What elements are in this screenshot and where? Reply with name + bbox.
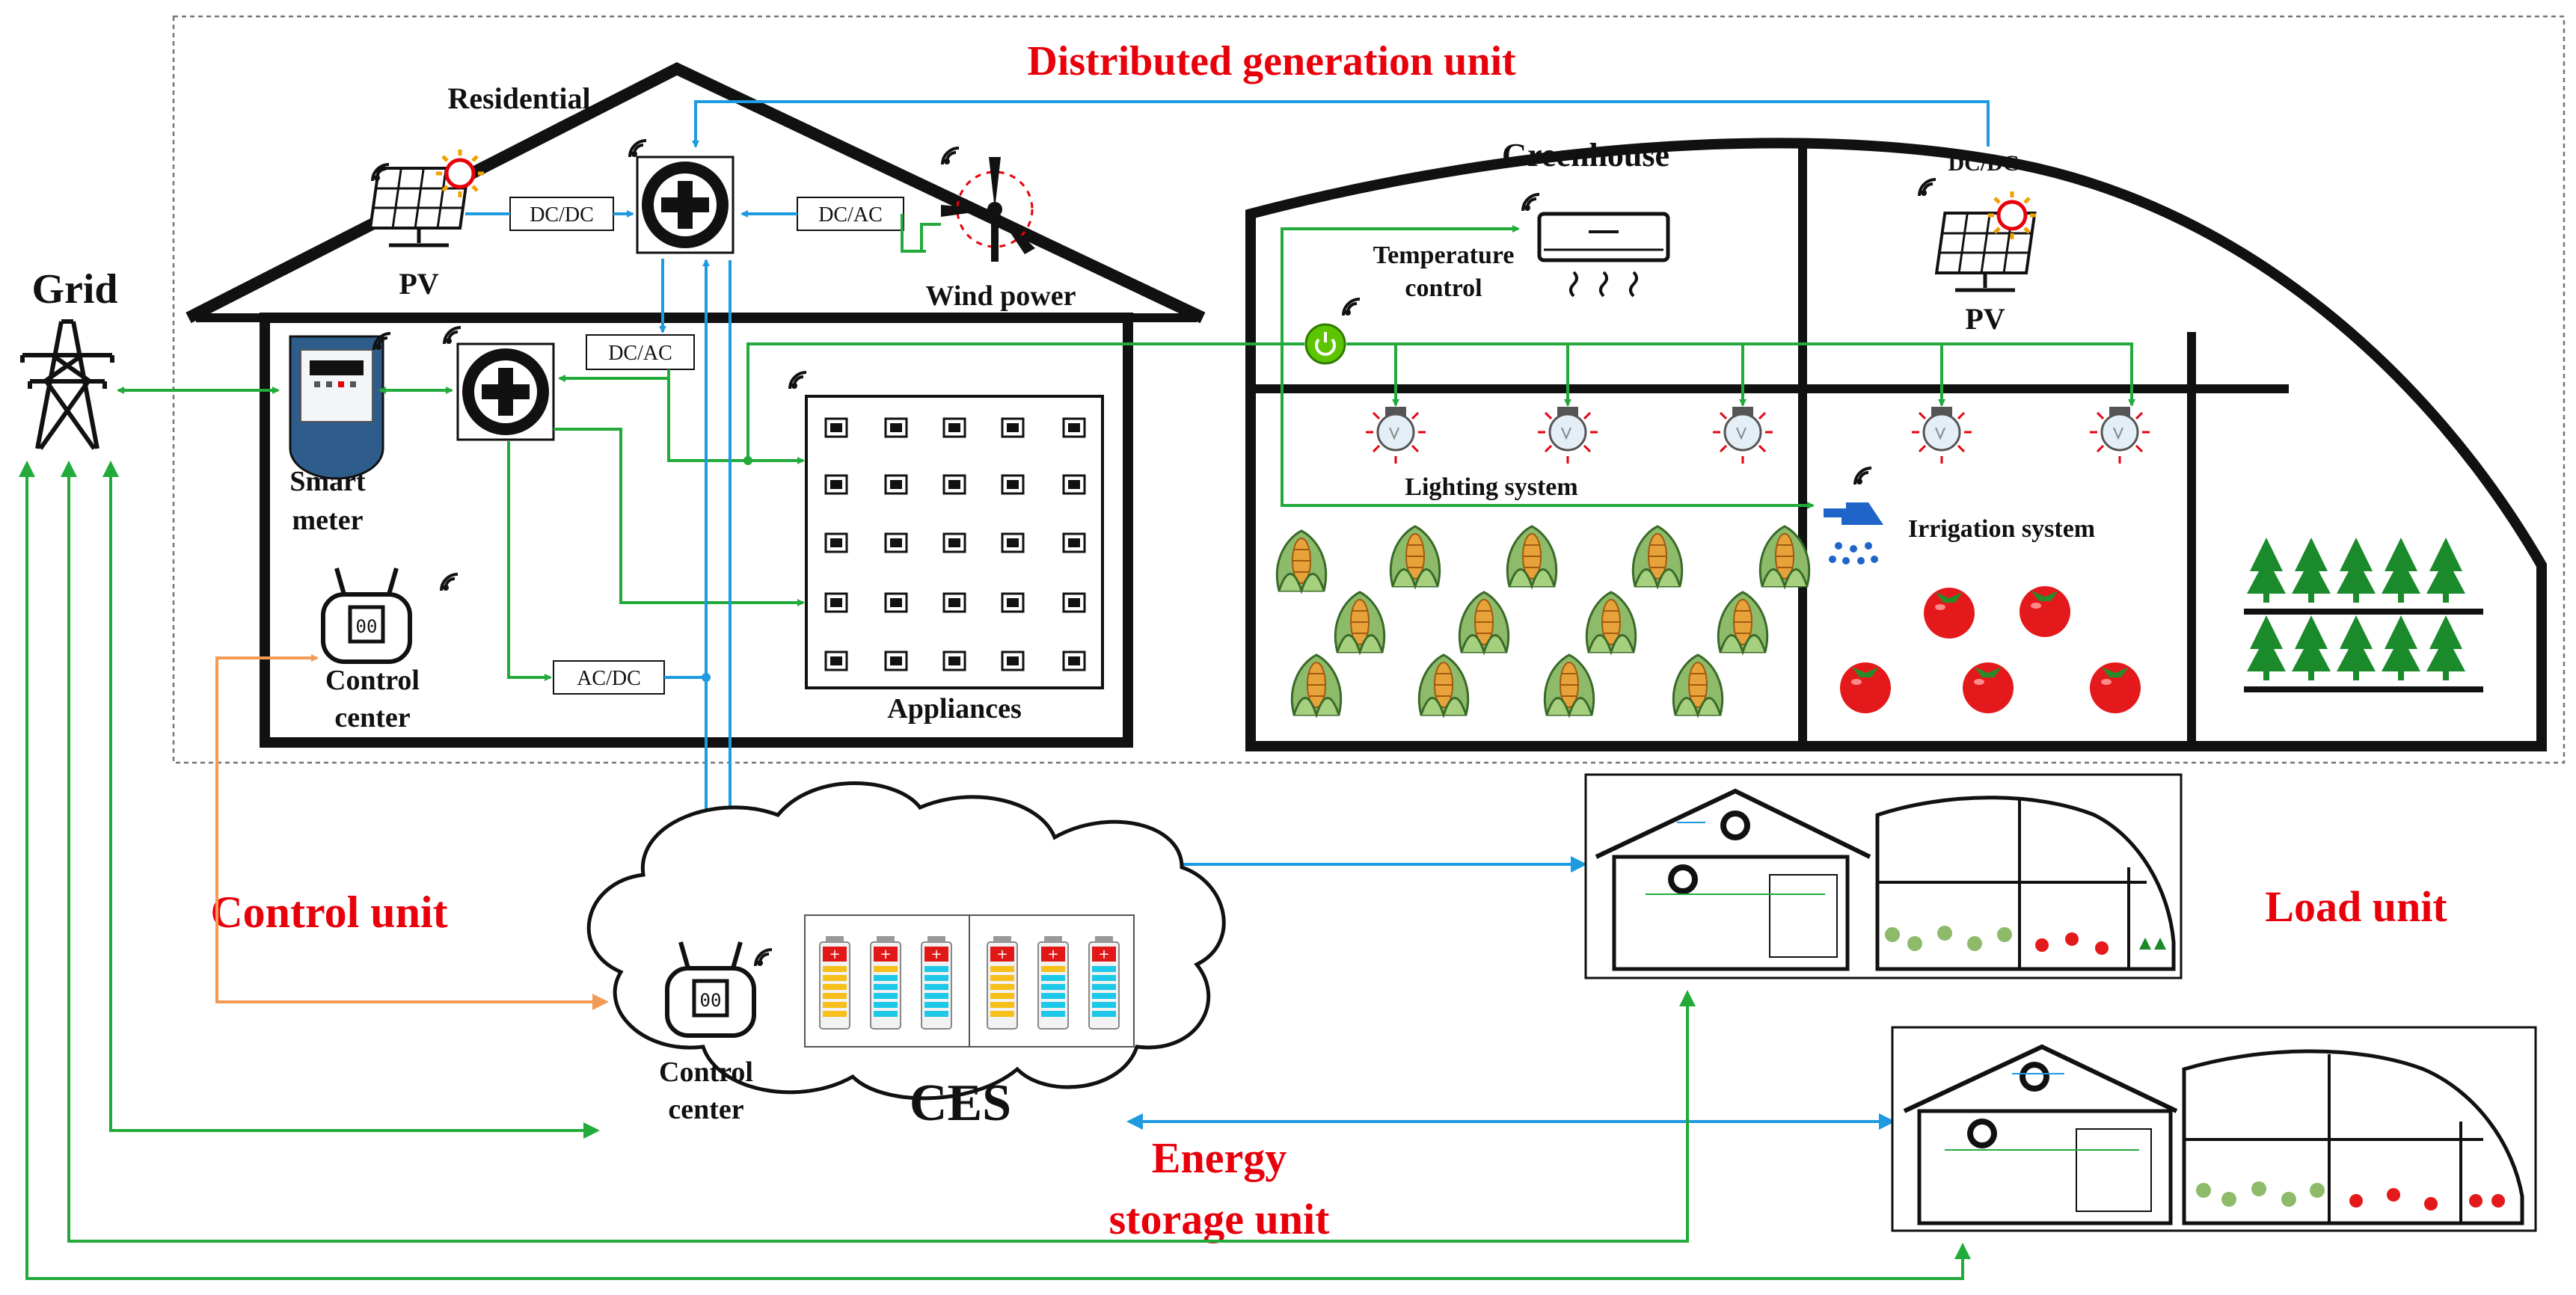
tree-rows bbox=[2244, 538, 2483, 692]
tree-icon bbox=[2247, 615, 2286, 680]
wifi-icon bbox=[628, 139, 648, 159]
sprinkler-icon bbox=[1824, 502, 1883, 565]
tree-icon bbox=[2382, 615, 2420, 680]
corn-icon bbox=[1458, 591, 1510, 653]
grid-label: Grid bbox=[31, 266, 117, 313]
control-unit-label: Control unit bbox=[210, 888, 447, 937]
temperature-label-2: control bbox=[1405, 274, 1482, 302]
house-control-center-label-2: center bbox=[334, 702, 410, 733]
inverter-icon bbox=[456, 342, 555, 441]
battery-icon bbox=[819, 935, 850, 1030]
wind-turbine-icon bbox=[941, 157, 1035, 262]
tree-icon bbox=[2337, 538, 2376, 603]
wifi-icon bbox=[440, 573, 459, 592]
tomato-icon bbox=[2020, 586, 2070, 637]
tree-icon bbox=[2426, 538, 2465, 603]
inverter-dcac-converter: DC/AC bbox=[586, 334, 695, 370]
smart-meter-icon bbox=[289, 335, 384, 480]
corn-icon bbox=[1389, 525, 1441, 588]
wind-dcac-converter: DC/AC bbox=[797, 197, 904, 231]
corn-icon bbox=[1543, 653, 1595, 716]
tree-icon bbox=[2292, 615, 2331, 680]
wifi-icon bbox=[1521, 193, 1541, 212]
corn-icon bbox=[1275, 529, 1328, 592]
svg-text:AC/DC: AC/DC bbox=[577, 667, 641, 690]
acdc-converter: AC/DC bbox=[553, 660, 665, 695]
corn-icon bbox=[1585, 591, 1637, 653]
battery-icon bbox=[921, 935, 952, 1030]
tomato-icon bbox=[1924, 588, 1975, 639]
wind-power-label: Wind power bbox=[926, 280, 1076, 312]
battery-icon bbox=[987, 935, 1018, 1030]
greenhouse-title: Greenhouse bbox=[1502, 137, 1669, 173]
battery-bank-cells bbox=[819, 935, 1120, 1030]
ces-control-center-label-2: center bbox=[668, 1094, 743, 1125]
tomato-icon bbox=[1840, 662, 1891, 713]
wifi-icon bbox=[443, 326, 462, 345]
ces-label: CES bbox=[910, 1074, 1011, 1132]
tree-icon bbox=[2292, 538, 2331, 603]
smart-meter-label-2: meter bbox=[292, 505, 364, 536]
load-unit-thumbnail-2 bbox=[1891, 1026, 2537, 1232]
tomato-icon bbox=[2090, 662, 2141, 713]
inverter-icon bbox=[636, 156, 735, 254]
control-center-icon bbox=[323, 568, 410, 662]
light-bulb-icon bbox=[1536, 405, 1599, 465]
corn-icon bbox=[1506, 525, 1558, 588]
air-conditioner-icon bbox=[1537, 212, 1670, 298]
distributed-generation-label: Distributed generation unit bbox=[1027, 38, 1516, 84]
control-signal-lines bbox=[215, 654, 609, 1010]
irrigation-system-label: Irrigation system bbox=[1908, 515, 2095, 543]
tree-icon bbox=[2247, 538, 2286, 603]
wifi-icon bbox=[1918, 178, 1937, 197]
wifi-icon bbox=[1342, 298, 1361, 317]
load-unit-thumbnail-1 bbox=[1584, 773, 2183, 979]
temperature-label-1: Temperature bbox=[1373, 242, 1515, 269]
residential-pv-label: PV bbox=[399, 267, 438, 301]
svg-text:DC/AC: DC/AC bbox=[818, 203, 883, 227]
tomato-icon bbox=[1963, 662, 2014, 713]
light-bulb-icon bbox=[1711, 405, 1774, 465]
lighting-system-label: Lighting system bbox=[1405, 473, 1577, 501]
corn-icon bbox=[1334, 591, 1386, 653]
corn-icon bbox=[1631, 525, 1684, 588]
light-bulb-icon bbox=[1364, 405, 1427, 465]
corn-icon bbox=[1417, 653, 1470, 716]
transmission-tower-icon bbox=[20, 319, 114, 450]
corn-field bbox=[1275, 525, 1811, 716]
light-bulb-icon bbox=[1910, 405, 1973, 465]
battery-icon bbox=[870, 935, 901, 1030]
tree-icon bbox=[2382, 538, 2420, 603]
appliances-label: Appliances bbox=[887, 693, 1021, 725]
wifi-icon bbox=[1853, 467, 1873, 486]
corn-icon bbox=[1717, 591, 1769, 653]
tomato-field bbox=[1840, 586, 2141, 713]
load-unit-label: Load unit bbox=[2265, 882, 2447, 931]
tree-icon bbox=[2337, 615, 2376, 680]
battery-icon bbox=[1088, 935, 1120, 1030]
greenhouse-dcdc-label: DC/DC bbox=[1948, 151, 2020, 176]
svg-text:DC/DC: DC/DC bbox=[530, 203, 594, 227]
ces-control-center-label-1: Control bbox=[659, 1056, 753, 1088]
battery-icon bbox=[1037, 935, 1069, 1030]
wind-power-line bbox=[905, 223, 941, 253]
corn-icon bbox=[1672, 653, 1724, 716]
power-button-icon bbox=[1304, 323, 1346, 365]
smart-meter-label-1: Smart bbox=[289, 466, 366, 497]
tree-icon bbox=[2426, 615, 2465, 680]
wifi-icon bbox=[788, 371, 808, 390]
wifi-icon bbox=[941, 147, 960, 166]
grid-feed-lines bbox=[19, 461, 1971, 1280]
greenhouse-pv-label: PV bbox=[1965, 302, 2005, 336]
corn-icon bbox=[1290, 653, 1343, 716]
residential-title: Residential bbox=[447, 81, 590, 115]
energy-storage-label-2: storage unit bbox=[1109, 1195, 1331, 1243]
svg-text:DC/AC: DC/AC bbox=[608, 342, 672, 365]
energy-storage-label-1: Energy bbox=[1152, 1133, 1287, 1182]
light-bulb-icon bbox=[2088, 405, 2151, 465]
pv-dcdc-converter: DC/DC bbox=[509, 197, 614, 231]
house-control-center-label-1: Control bbox=[325, 665, 420, 696]
